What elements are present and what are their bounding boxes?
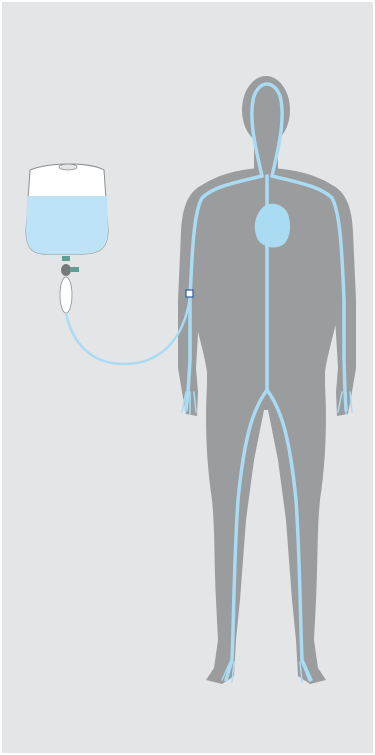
tubing xyxy=(66,297,190,364)
catheter-port xyxy=(186,290,193,297)
bag-port xyxy=(62,256,70,261)
drip-chamber xyxy=(60,277,72,313)
bag-hanger-hole xyxy=(59,164,77,170)
roller-clamp xyxy=(61,264,79,276)
legs xyxy=(206,385,326,684)
iv-bag xyxy=(26,164,108,254)
bag-fluid xyxy=(26,196,108,254)
